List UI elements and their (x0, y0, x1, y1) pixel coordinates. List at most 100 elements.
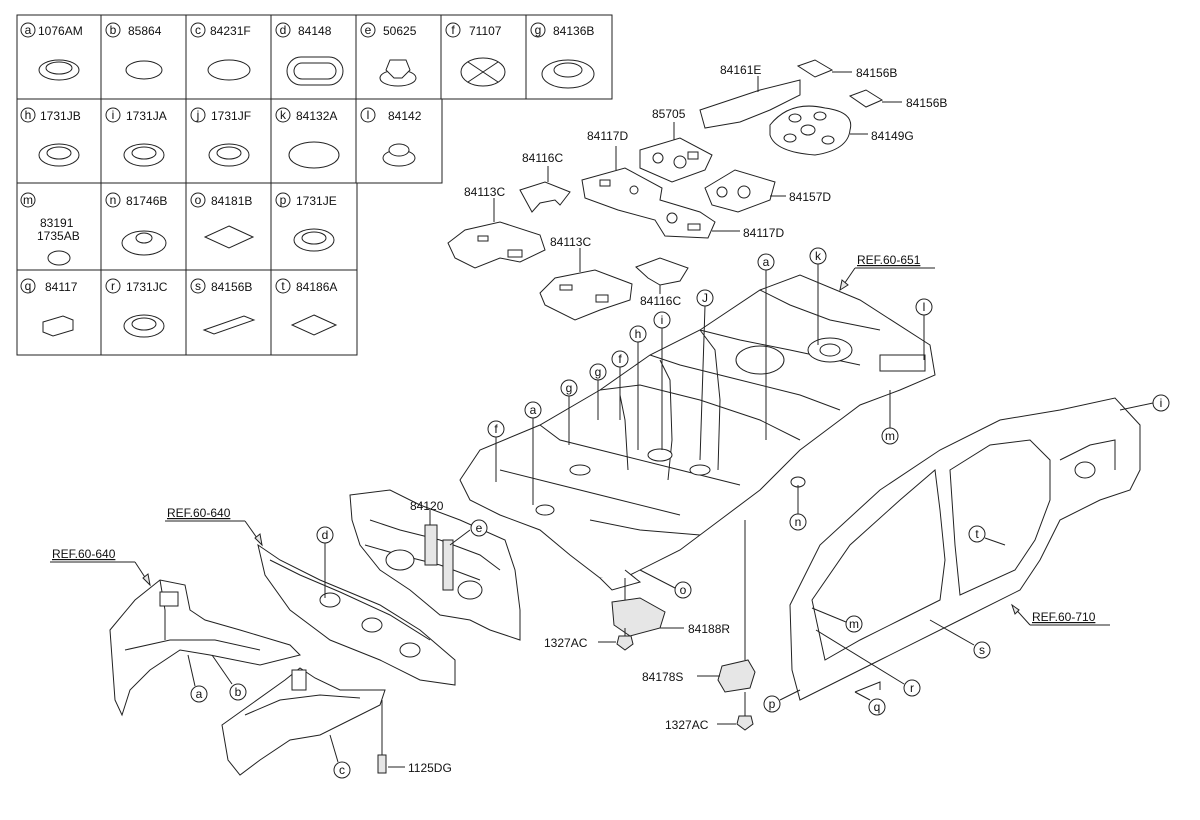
callout-n: n (789, 485, 807, 531)
table-cell-c: c 84231F (190, 22, 251, 81)
table-code: 84156B (211, 280, 252, 294)
table-letter: m (23, 193, 33, 207)
svg-text:o: o (680, 583, 687, 597)
callout-k: k (809, 247, 827, 345)
pad-84178S: 84178S (642, 520, 756, 693)
label-84120: 84120 (410, 499, 444, 513)
bolt-1125DG: 1125DG (377, 700, 452, 775)
table-code: 1731JA (126, 109, 167, 123)
table-letter: k (280, 108, 287, 122)
table-cell-s: s 84156B (190, 278, 256, 335)
pad-84116C-b: 84116C (635, 257, 689, 308)
table-cell-m: m 83191 1735AB (20, 192, 80, 266)
svg-text:m: m (885, 429, 895, 443)
callout-r: r (815, 629, 921, 697)
svg-text:m: m (849, 617, 859, 631)
callout-b: b (211, 654, 247, 701)
table-cell-i: i 1731JA (105, 107, 167, 167)
callout-c: c (329, 734, 351, 779)
table-letter: p (280, 193, 287, 207)
table-letter: h (25, 108, 32, 122)
table-code: 84117 (45, 280, 78, 294)
table-letter: f (451, 23, 455, 37)
table-letter: g (535, 23, 542, 37)
ref-60-651: REF.60-651 (839, 253, 935, 292)
table-code: 81746B (126, 194, 167, 208)
table-code: 1731JC (126, 280, 168, 294)
table-code: 1076AM (38, 24, 83, 38)
label-84157D: 84157D (789, 190, 831, 204)
svg-text:d: d (322, 528, 329, 542)
svg-text:J: J (702, 291, 708, 305)
label-84188R: 84188R (688, 622, 730, 636)
side-body (789, 397, 1141, 701)
table-letter: o (195, 193, 202, 207)
svg-text:q: q (874, 700, 881, 714)
floor-member (221, 667, 386, 776)
svg-text:a: a (196, 687, 203, 701)
table-cell-t: t 84186A (275, 278, 337, 336)
table-letter: q (25, 279, 32, 293)
svg-text:t: t (975, 527, 979, 541)
callout-t: t (968, 525, 1006, 546)
table-cell-a: a 1076AM (20, 22, 83, 81)
table-letter: j (196, 108, 200, 122)
nut-1327AC-a: 1327AC (544, 628, 634, 651)
callout-g-left: g (560, 379, 578, 445)
callout-d: d (316, 526, 334, 598)
table-code: 71107 (469, 24, 502, 38)
callout-s: s (929, 619, 991, 659)
label-84116C-a: 84116C (522, 151, 563, 165)
svg-text:b: b (235, 685, 242, 699)
table-code: 1731JE (296, 194, 337, 208)
callout-i-floor: i (653, 311, 671, 450)
callout-m-side: m (811, 607, 863, 633)
nut-1327AC-b: 1327AC (665, 692, 754, 732)
floor-pan (459, 274, 936, 591)
callout-f-right: f (611, 350, 629, 420)
svg-text:p: p (769, 697, 776, 711)
table-letter: t (281, 279, 285, 293)
table-letter: d (280, 23, 287, 37)
svg-text:f: f (618, 352, 622, 366)
ref-60-640-member: REF.60-640 (50, 547, 151, 587)
svg-text:a: a (763, 255, 770, 269)
table-code: 84136B (553, 24, 594, 38)
label-84156B-b: 84156B (906, 96, 947, 110)
table-cell-f: f 71107 (445, 22, 506, 87)
table-letter: l (367, 108, 370, 122)
table-code: 1731JB (40, 109, 81, 123)
front-side-member (109, 579, 301, 717)
pad-84149G: 84149G (769, 105, 914, 156)
table-letter: e (365, 23, 372, 37)
table-letter: n (110, 193, 117, 207)
label-84178S: 84178S (642, 670, 683, 684)
table-letter: i (112, 108, 115, 122)
svg-text:a: a (530, 403, 537, 417)
table-code: 84148 (298, 24, 332, 38)
table-cell-r: r 1731JC (105, 278, 168, 338)
pad-85705: 85705 (639, 107, 713, 183)
pad-84117D: 84117D 84117D (581, 129, 784, 240)
label-84113C-b: 84113C (550, 235, 591, 249)
table-code: 84181B (211, 194, 252, 208)
table-code: 1731JF (211, 109, 251, 123)
table-cell-q: q 84117 (20, 278, 78, 337)
ref-label-640-a: REF.60-640 (167, 506, 231, 520)
table-letter: b (110, 23, 117, 37)
table-cell-o: o 84181B (190, 192, 255, 249)
pad-84156B-b: 84156B (848, 89, 947, 110)
label-85705: 85705 (652, 107, 686, 121)
svg-text:e: e (476, 521, 483, 535)
label-1327AC-b: 1327AC (665, 718, 709, 732)
table-code: 50625 (383, 24, 417, 38)
table-code: 1735AB (37, 229, 80, 243)
table-letter: a (25, 23, 32, 37)
pad-84161E: 84161E (699, 63, 801, 129)
table-cell-e: e 50625 (360, 22, 417, 87)
ref-label-640-b: REF.60-640 (52, 547, 116, 561)
pad-84188R: 84188R (611, 578, 730, 637)
svg-text:g: g (595, 365, 602, 379)
table-cell-k: k 84132A (275, 107, 340, 169)
